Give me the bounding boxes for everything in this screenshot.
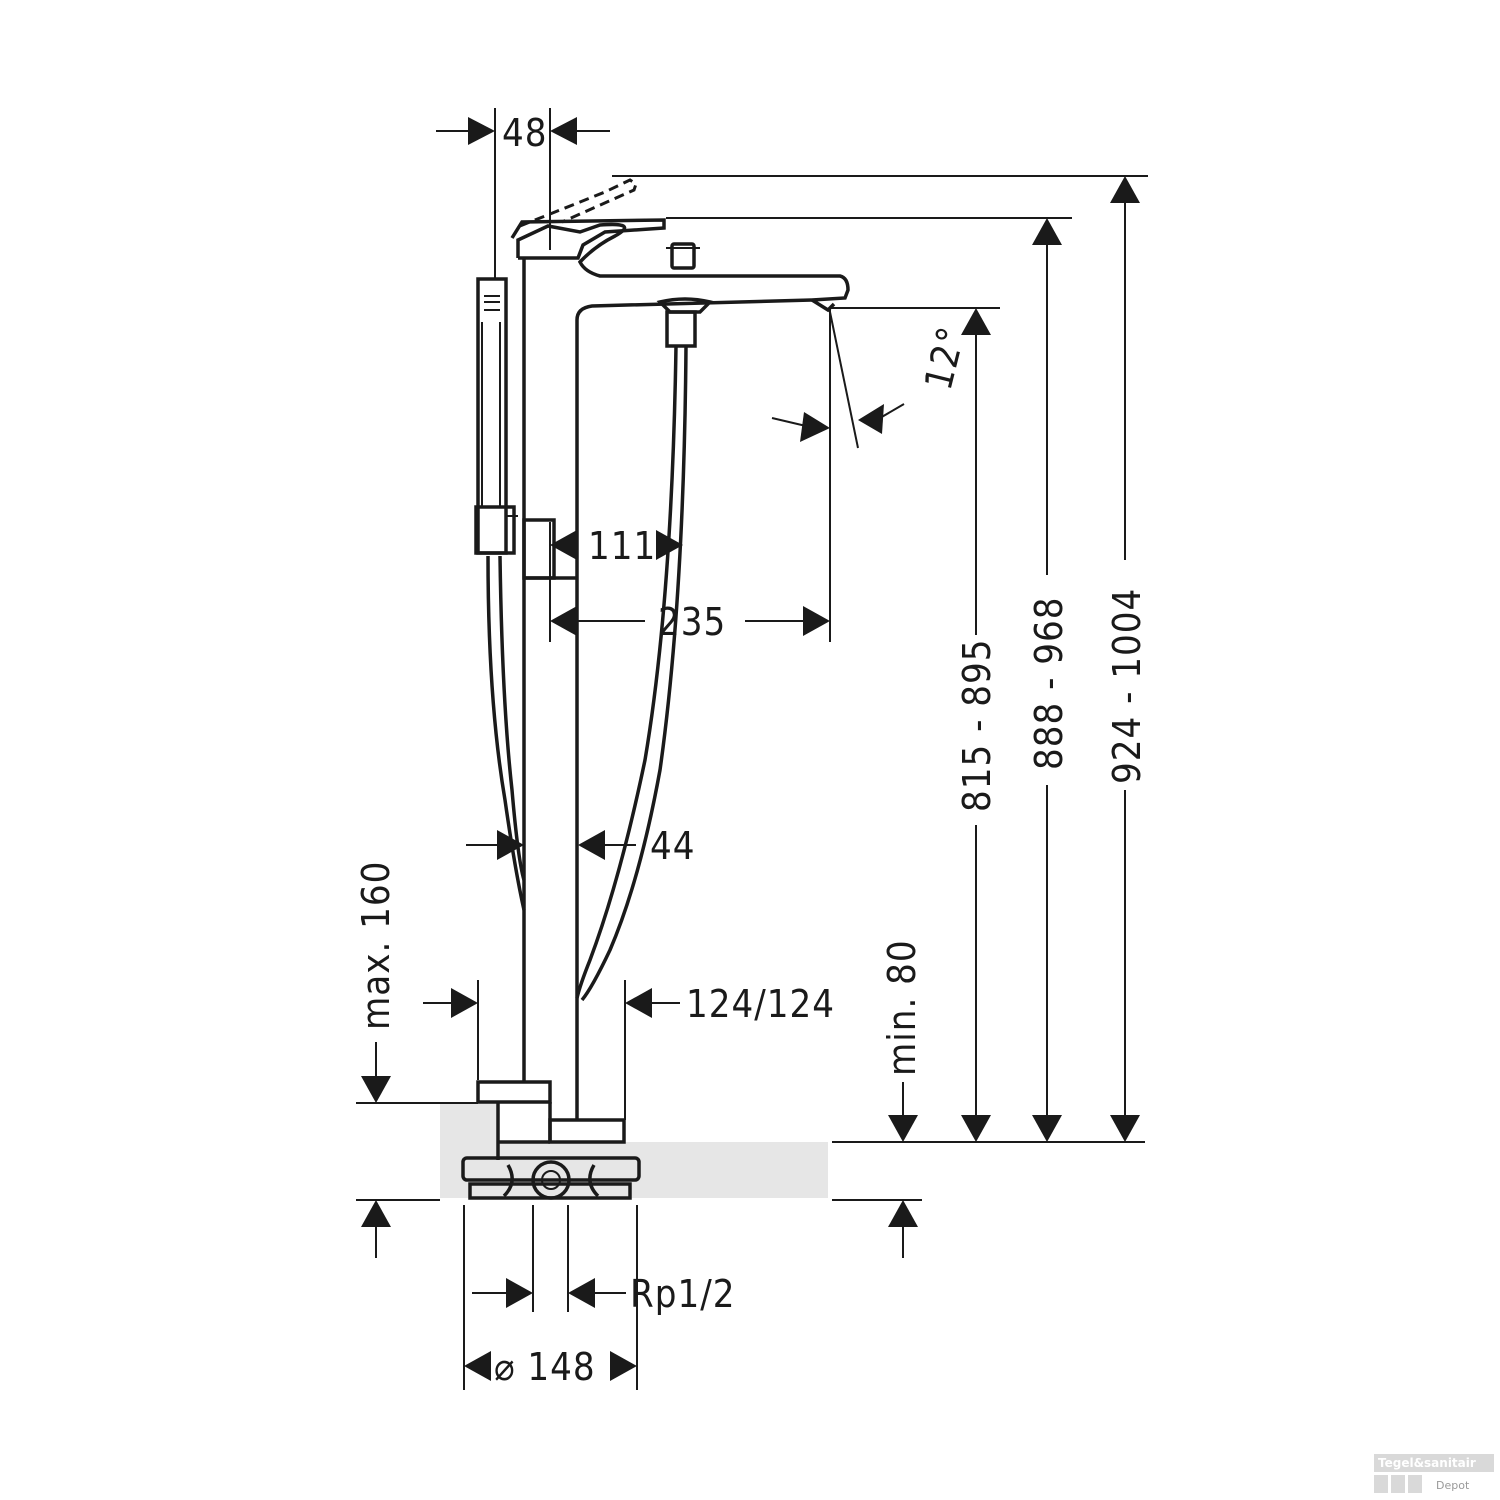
watermark-brand: Tegel&sanitair [1378, 1456, 1476, 1470]
faucet-outline [461, 178, 850, 1200]
dim-spout-outlet-height: 815 - 895 [955, 638, 999, 812]
dim-thread-size: Rp1/2 [630, 1272, 735, 1316]
dim-handshower-offset: 111 [588, 524, 656, 568]
dimension-labels: 48 12° 111 235 815 - 895 888 - 968 924 -… [354, 111, 1149, 1389]
dim-lever-top-height: 924 - 1004 [1105, 588, 1149, 784]
dim-max-floor-build-up: max. 160 [354, 861, 398, 1030]
watermark-sub: Depot [1436, 1479, 1470, 1492]
watermark-logo: Tegel&sanitair Depot [1374, 1454, 1494, 1493]
extension-lines [356, 108, 1148, 1390]
dim-spout-reach: 235 [658, 600, 726, 644]
dim-spout-angle: 12° [916, 322, 974, 394]
dim-spout-top-height: 888 - 968 [1027, 596, 1071, 770]
dim-base-diameter: ⌀ 148 [494, 1345, 596, 1389]
dim-pipe-centres: 124/124 [686, 982, 835, 1026]
dim-min-clearance: min. 80 [880, 939, 924, 1076]
dim-column-width: 44 [650, 824, 696, 868]
dimension-lines [375, 130, 1126, 1367]
dim-spout-tube-width: 48 [502, 111, 548, 155]
